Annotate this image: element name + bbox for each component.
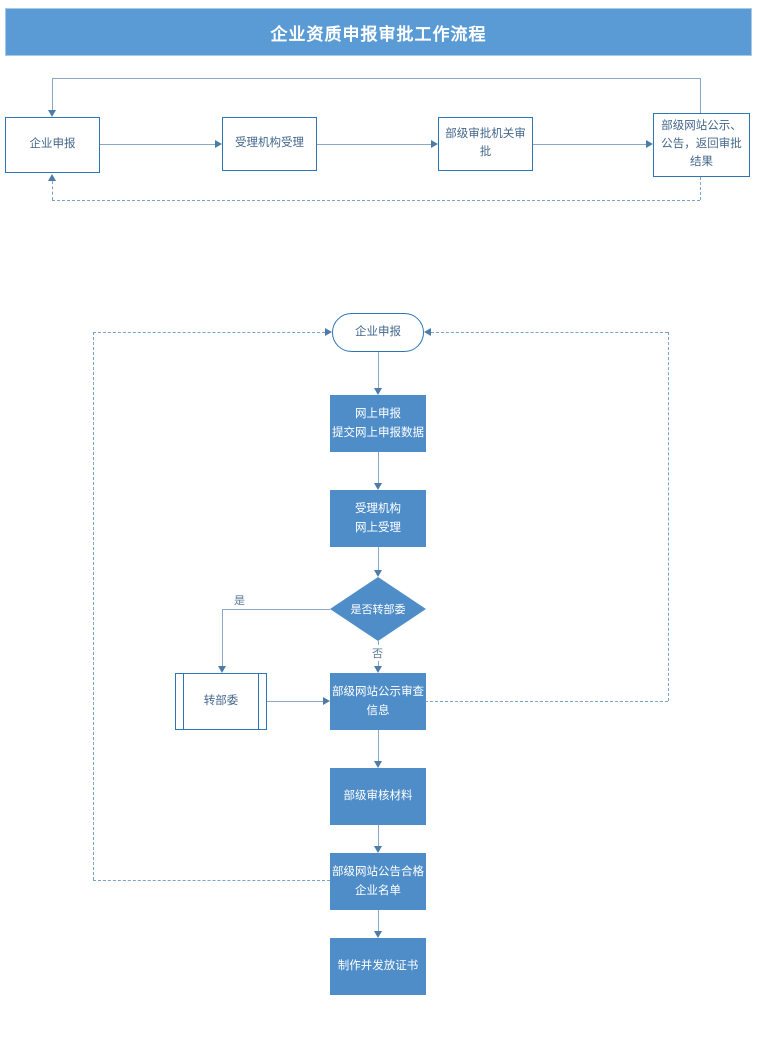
feedback-line	[700, 78, 701, 113]
top-node-publish-result: 部级网站公示、公告，返回审批结果	[653, 113, 750, 177]
arrow-head	[48, 174, 56, 181]
step-announce-qualified-list: 部级网站公告合格 企业名单	[330, 853, 426, 910]
connector-line	[378, 730, 379, 761]
arrow-head	[646, 140, 653, 148]
arrow-head	[374, 846, 382, 853]
step-issue-certificate: 制作并发放证书	[330, 938, 426, 995]
yes-branch-label: 是	[233, 592, 246, 608]
arrow-head	[215, 140, 222, 148]
top-node-ministry-approval: 部级审批机关审批	[438, 117, 533, 171]
feedback-dashed-line	[52, 200, 700, 201]
feedback-dashed-line	[425, 701, 668, 702]
feedback-dashed-line	[93, 332, 94, 880]
arrow-head	[431, 140, 438, 148]
arrow-head	[374, 761, 382, 768]
feedback-dashed-line	[668, 332, 669, 701]
feedback-dashed-line	[93, 880, 330, 881]
subprocess-side-bar	[258, 674, 259, 729]
feedback-line	[52, 78, 700, 79]
step-label: 部级网站公告合格 企业名单	[332, 866, 424, 897]
top-node-label: 受理机构受理	[235, 137, 304, 150]
arrow-head	[323, 697, 330, 705]
arrow-head	[374, 570, 382, 577]
connector-line	[222, 609, 330, 610]
start-node-enterprise-apply: 企业申报	[332, 313, 424, 352]
arrow-head	[48, 110, 56, 117]
feedback-dashed-line	[700, 177, 701, 200]
subprocess-side-bar	[183, 674, 184, 729]
connector-line	[222, 609, 223, 666]
feedback-line	[52, 78, 53, 110]
feedback-dashed-line	[431, 332, 668, 333]
arrow-head	[325, 328, 332, 336]
feedback-dashed-line	[93, 332, 325, 333]
start-node-label: 企业申报	[355, 325, 401, 338]
connector-line	[378, 547, 379, 570]
arrow-head	[374, 483, 382, 490]
subprocess-label: 转部委	[203, 694, 239, 707]
top-node-enterprise-apply: 企业申报	[5, 117, 100, 173]
step-website-publicity-review: 部级网站公示审查 信息	[330, 673, 426, 730]
connector-line	[378, 825, 379, 846]
top-node-label: 企业申报	[29, 138, 76, 151]
top-node-label: 部级网站公示、公告，返回审批结果	[661, 120, 742, 168]
page-title: 企业资质申报审批工作流程	[270, 24, 487, 44]
arrow-head	[424, 328, 431, 336]
arrow-head	[374, 931, 382, 938]
step-label: 部级网站公示审查 信息	[332, 686, 424, 717]
title-banner: 企业资质申报审批工作流程	[5, 8, 752, 56]
decision-transfer-to-ministry: 是否转部委	[330, 577, 426, 641]
subprocess-transfer-to-ministry: 转部委	[175, 673, 267, 730]
no-branch-label: 否	[371, 645, 384, 661]
step-label: 网上申报 提交网上申报数据	[332, 408, 424, 439]
step-label: 受理机构 网上受理	[355, 503, 401, 534]
connector-line	[100, 144, 215, 145]
connector-line	[378, 452, 379, 483]
arrow-head	[374, 666, 382, 673]
decision-label: 是否转部委	[350, 604, 406, 616]
step-online-application: 网上申报 提交网上申报数据	[330, 395, 426, 452]
step-online-acceptance: 受理机构 网上受理	[330, 490, 426, 547]
connector-line	[378, 352, 379, 388]
top-node-acceptance: 受理机构受理	[222, 117, 317, 171]
arrow-head	[218, 666, 226, 673]
connector-line	[378, 910, 379, 931]
connector-line	[267, 701, 323, 702]
connector-line	[533, 144, 646, 145]
step-label: 制作并发放证书	[337, 960, 419, 973]
step-label: 部级审核材料	[343, 790, 413, 803]
step-ministry-review-materials: 部级审核材料	[330, 768, 426, 825]
connector-line	[317, 144, 431, 145]
feedback-dashed-line	[52, 181, 53, 200]
top-node-label: 部级审批机关审批	[445, 128, 526, 158]
arrow-head	[374, 388, 382, 395]
